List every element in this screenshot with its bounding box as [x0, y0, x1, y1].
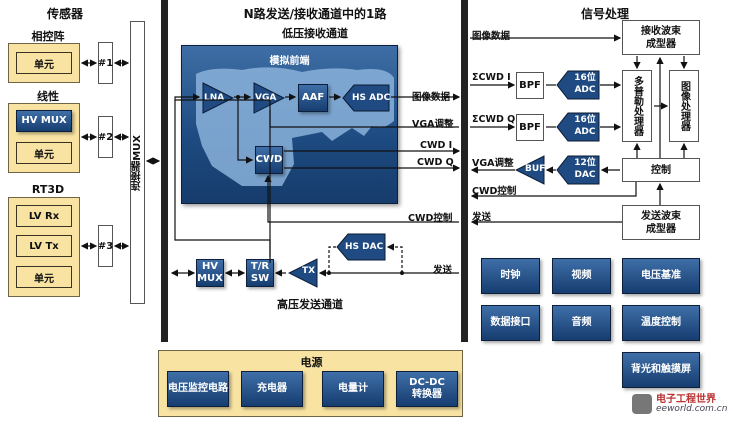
divider-left: [161, 0, 168, 342]
group-label-linear: 线性: [37, 90, 59, 103]
connector-mux-label: 连接器MUX: [132, 134, 143, 191]
element-box: 单元: [16, 52, 72, 74]
lv-rx-box: LV Rx: [16, 205, 72, 227]
buffer-amplifier: [515, 155, 545, 185]
afe-cloud-shape: [196, 67, 394, 186]
tx-channel-title: 高压发送通道: [277, 298, 343, 311]
adc-1-label: 16位 ADC: [574, 73, 596, 95]
peripheral-data-interface: 数据接口: [481, 305, 540, 341]
tx-amp-label: TX: [302, 266, 316, 276]
power-charger: 充电器: [241, 371, 303, 407]
watermark: 电子工程世界 eeworld.com.cn: [632, 390, 732, 424]
sp-image-data-label: 图像数据: [472, 31, 511, 42]
aaf-block: AAF: [298, 84, 328, 112]
cwd-control-label: CWD控制: [408, 213, 453, 224]
sp-vga-adjust-label: VGA调整: [472, 158, 514, 169]
cwd-block: CWD: [255, 146, 283, 174]
peripheral-backlight-touch: 背光和触摸屏: [622, 352, 700, 388]
adc-2-block: [556, 112, 600, 142]
sensor-group-phased: 单元: [8, 43, 80, 83]
control-block: 控制: [622, 158, 700, 182]
tr-switch-label: T/R SW: [250, 261, 270, 284]
hv-mux-box: HV MUX: [16, 110, 72, 132]
group-label-phased: 相控阵: [31, 30, 65, 43]
image-processor-block: 图像处理器: [669, 70, 699, 142]
adc-2-label: 16位 ADC: [574, 115, 596, 137]
bpf-1-block: BPF: [516, 72, 544, 99]
sensor-group-rt3d: LV Rx LV Tx 单元: [8, 197, 80, 297]
signal-processing-title: 信号处理: [580, 7, 629, 21]
group-label-rt3d: RT3D: [31, 183, 65, 196]
dac-label: 12位 DAC: [574, 158, 596, 180]
element-box: 单元: [16, 142, 72, 164]
port-1: #1: [98, 42, 113, 84]
rx-channel-title: 低压接收通道: [282, 27, 348, 40]
afe-title: 模拟前端: [269, 56, 310, 67]
buffer-label: BUF: [525, 164, 546, 174]
peripheral-audio: 音频: [552, 305, 611, 341]
sp-cwd-q-label: ΣCWD Q: [472, 114, 516, 125]
lv-tx-box: LV Tx: [16, 235, 72, 257]
power-fuel-gauge: 电量计: [322, 371, 384, 407]
sensor-group-linear: HV MUX 单元: [8, 103, 80, 173]
power-title: 电源: [300, 356, 323, 369]
connector-mux: 连接器MUX: [130, 21, 145, 304]
watermark-en: eeworld.com.cn: [656, 404, 728, 414]
sp-cwd-i-label: ΣCWD I: [472, 72, 511, 83]
hs-dac-block: [336, 233, 386, 261]
adc-1-block: [556, 70, 600, 100]
port-3: #3: [98, 225, 113, 267]
hs-adc-label: HS ADC: [352, 93, 391, 103]
doppler-processor-label: 多普勒处理器: [631, 76, 643, 136]
peripheral-temp-control: 温度控制: [622, 305, 700, 341]
power-dc-dc: DC-DC 转换器: [396, 371, 458, 407]
sp-cwd-control-label: CWD控制: [472, 186, 517, 197]
image-processor-label: 图像处理器: [678, 81, 690, 131]
power-panel: 电源 电压监控电路 充电器 电量计 DC-DC 转换器: [158, 350, 463, 417]
sp-tx-label: 发送: [472, 212, 492, 223]
tx-amplifier: [288, 258, 318, 288]
power-voltage-monitor: 电压监控电路: [167, 371, 229, 407]
tx-beamformer-block: 发送波束 成型器: [622, 205, 700, 240]
rx-beamformer-block: 接收波束 成型器: [622, 20, 700, 55]
peripheral-voltage-ref: 电压基准: [622, 258, 700, 294]
channel-title: N路发送/接收通道中的1路: [243, 7, 387, 21]
tx-beamformer-label: 发送波束 成型器: [641, 210, 681, 235]
doppler-processor-block: 多普勒处理器: [622, 70, 652, 142]
hv-mux-label: HV MUX: [197, 261, 223, 284]
vga-adjust-label: VGA调整: [412, 119, 454, 130]
sensors-title: 传感器: [46, 7, 83, 21]
peripheral-video: 视频: [552, 258, 611, 294]
cwd-q-label: CWD Q: [417, 157, 454, 168]
image-data-label: 图像数据: [412, 92, 451, 103]
afe-panel: 模拟前端 LNA VGA AAF HS ADC CWD: [181, 45, 398, 204]
tx-label: 发送: [433, 265, 453, 276]
port-2: #2: [98, 116, 113, 158]
watermark-logo-icon: [632, 394, 652, 414]
rx-beamformer-label: 接收波束 成型器: [641, 25, 681, 50]
watermark-cn: 电子工程世界: [656, 394, 716, 405]
divider-right: [461, 0, 468, 342]
hv-mux-tx-block: HV MUX: [196, 259, 224, 287]
cwd-i-label: CWD I: [420, 140, 453, 151]
element-box: 单元: [16, 266, 72, 288]
hs-dac-label: HS DAC: [345, 242, 384, 252]
power-dc-dc-label: DC-DC 转换器: [409, 377, 445, 400]
tr-switch-block: T/R SW: [246, 259, 274, 287]
bpf-2-block: BPF: [516, 114, 544, 141]
lna-label: LNA: [204, 93, 225, 103]
vga-label: VGA: [255, 93, 277, 103]
peripheral-clock: 时钟: [481, 258, 540, 294]
